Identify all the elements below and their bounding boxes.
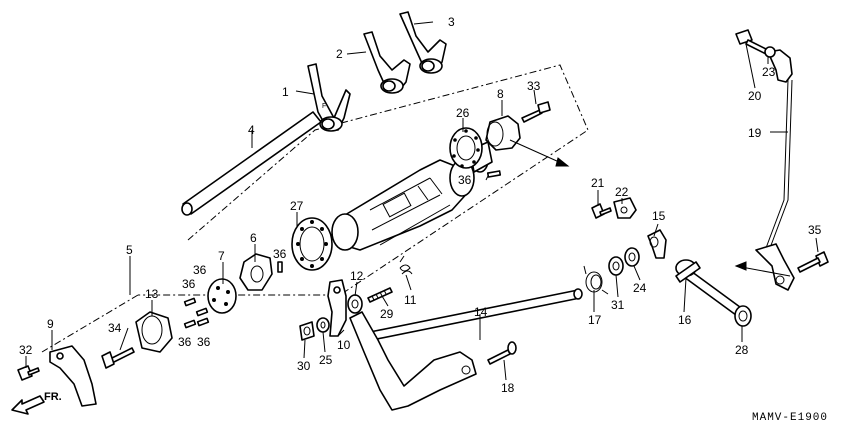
- washer-25[interactable]: [316, 317, 330, 333]
- front-direction-arrow: FR.: [11, 391, 62, 415]
- washer-24[interactable]: [624, 247, 640, 267]
- label-part-16: 16: [678, 313, 692, 327]
- fr-label: FR.: [44, 391, 62, 403]
- pin-18[interactable]: [487, 341, 517, 365]
- label-part-11: 11: [404, 293, 417, 307]
- drum-cap[interactable]: [135, 311, 173, 353]
- label-part-28: 28: [735, 343, 749, 357]
- label-part-24: 24: [633, 281, 647, 295]
- label-part-15: 15: [652, 209, 666, 223]
- bolt-21[interactable]: [591, 203, 612, 219]
- bolt-35[interactable]: [797, 251, 829, 273]
- fork-shaft[interactable]: [181, 111, 322, 216]
- label-part-25: 25: [319, 353, 333, 367]
- assembly-boundary: [138, 64, 589, 296]
- label-part-10: 10: [337, 338, 351, 352]
- bearing-holder[interactable]: [485, 115, 521, 151]
- label-part-33: 33: [527, 79, 541, 93]
- label-part-18: 18: [501, 381, 515, 395]
- nut-23[interactable]: [764, 46, 776, 58]
- label-part-7: 7: [218, 249, 225, 263]
- label-part-36: 36: [182, 277, 196, 291]
- label-part-13: 13: [145, 287, 159, 301]
- label-part-29: 29: [380, 307, 394, 321]
- collar-12[interactable]: [347, 294, 363, 314]
- bolt-32[interactable]: [17, 365, 40, 381]
- label-part-2: 2: [336, 47, 343, 61]
- gearshift-spindle[interactable]: [349, 288, 583, 411]
- label-part-3: 3: [448, 15, 455, 29]
- label-part-32: 32: [19, 343, 33, 357]
- washer-25-hole: [320, 321, 326, 329]
- clip-22[interactable]: [613, 197, 637, 219]
- label-part-17: 17: [588, 313, 602, 327]
- label-part-9: 9: [47, 317, 54, 331]
- label-part-1: 1: [282, 85, 289, 99]
- shift-fork-1[interactable]: F: [307, 63, 351, 132]
- label-part-14: 14: [474, 305, 488, 319]
- label-part-8: 8: [497, 87, 504, 101]
- seal-31[interactable]: [608, 256, 624, 276]
- dowel-pin[interactable]: [196, 317, 210, 327]
- label-part-23: 23: [762, 65, 776, 79]
- label-part-27: 27: [290, 199, 304, 213]
- stopper-arm[interactable]: [327, 279, 347, 337]
- return-spring-11[interactable]: [399, 255, 413, 275]
- dowel-pin[interactable]: [277, 261, 283, 273]
- assembly-boundary-extension: [41, 294, 139, 353]
- label-part-21: 21: [591, 176, 605, 190]
- label-part-36: 36: [458, 173, 472, 187]
- shift-arm-15[interactable]: [647, 229, 667, 259]
- label-part-36: 36: [273, 247, 287, 261]
- install-arrow-head: [734, 261, 747, 271]
- dowel-pin[interactable]: [486, 170, 502, 178]
- label-part-31: 31: [611, 298, 625, 312]
- shift-fork-3[interactable]: [399, 11, 447, 74]
- label-part-30: 30: [297, 359, 311, 373]
- nut-30[interactable]: [299, 321, 315, 341]
- label-part-20: 20: [748, 89, 762, 103]
- oil-seal-28-hole: [738, 310, 748, 322]
- return-spring-17[interactable]: [583, 265, 609, 295]
- label-part-4: 4: [248, 123, 255, 137]
- label-part-36: 36: [193, 263, 207, 277]
- bearing-26[interactable]: [449, 127, 483, 169]
- label-part-36: 36: [178, 335, 192, 349]
- dowel-pin[interactable]: [183, 297, 197, 307]
- dowel-pin[interactable]: [183, 319, 197, 329]
- fork-mark-f: F: [322, 103, 326, 110]
- drum-plate[interactable]: [207, 278, 237, 314]
- diagram-code: MAMV-E1900: [752, 412, 828, 424]
- label-part-35: 35: [808, 223, 822, 237]
- bolt-34[interactable]: [101, 347, 135, 369]
- shift-rod[interactable]: [755, 49, 795, 291]
- washer-24-hole: [628, 252, 636, 262]
- bolt-20[interactable]: [735, 29, 769, 55]
- label-part-5: 5: [126, 243, 133, 257]
- label-part-22: 22: [615, 185, 629, 199]
- dowel-pin[interactable]: [195, 307, 209, 317]
- install-arrow-head: [555, 157, 570, 167]
- oil-seal-28[interactable]: [734, 305, 752, 327]
- label-part-19: 19: [748, 126, 762, 140]
- seal-31-hole: [612, 261, 620, 271]
- stopper-plate[interactable]: [49, 345, 97, 407]
- leader-lines: [25, 21, 819, 381]
- drum-center[interactable]: [239, 253, 273, 291]
- label-part-26: 26: [456, 106, 470, 120]
- bolt-29[interactable]: [367, 287, 393, 303]
- label-part-12: 12: [350, 269, 364, 283]
- bolt-33[interactable]: [521, 101, 551, 123]
- label-part-6: 6: [250, 231, 257, 245]
- bearing-27[interactable]: [291, 217, 333, 271]
- label-part-34: 34: [108, 321, 122, 335]
- label-part-36: 36: [197, 335, 211, 349]
- shift-fork-2[interactable]: [363, 31, 411, 94]
- gearshift-shaft-16[interactable]: [675, 259, 745, 319]
